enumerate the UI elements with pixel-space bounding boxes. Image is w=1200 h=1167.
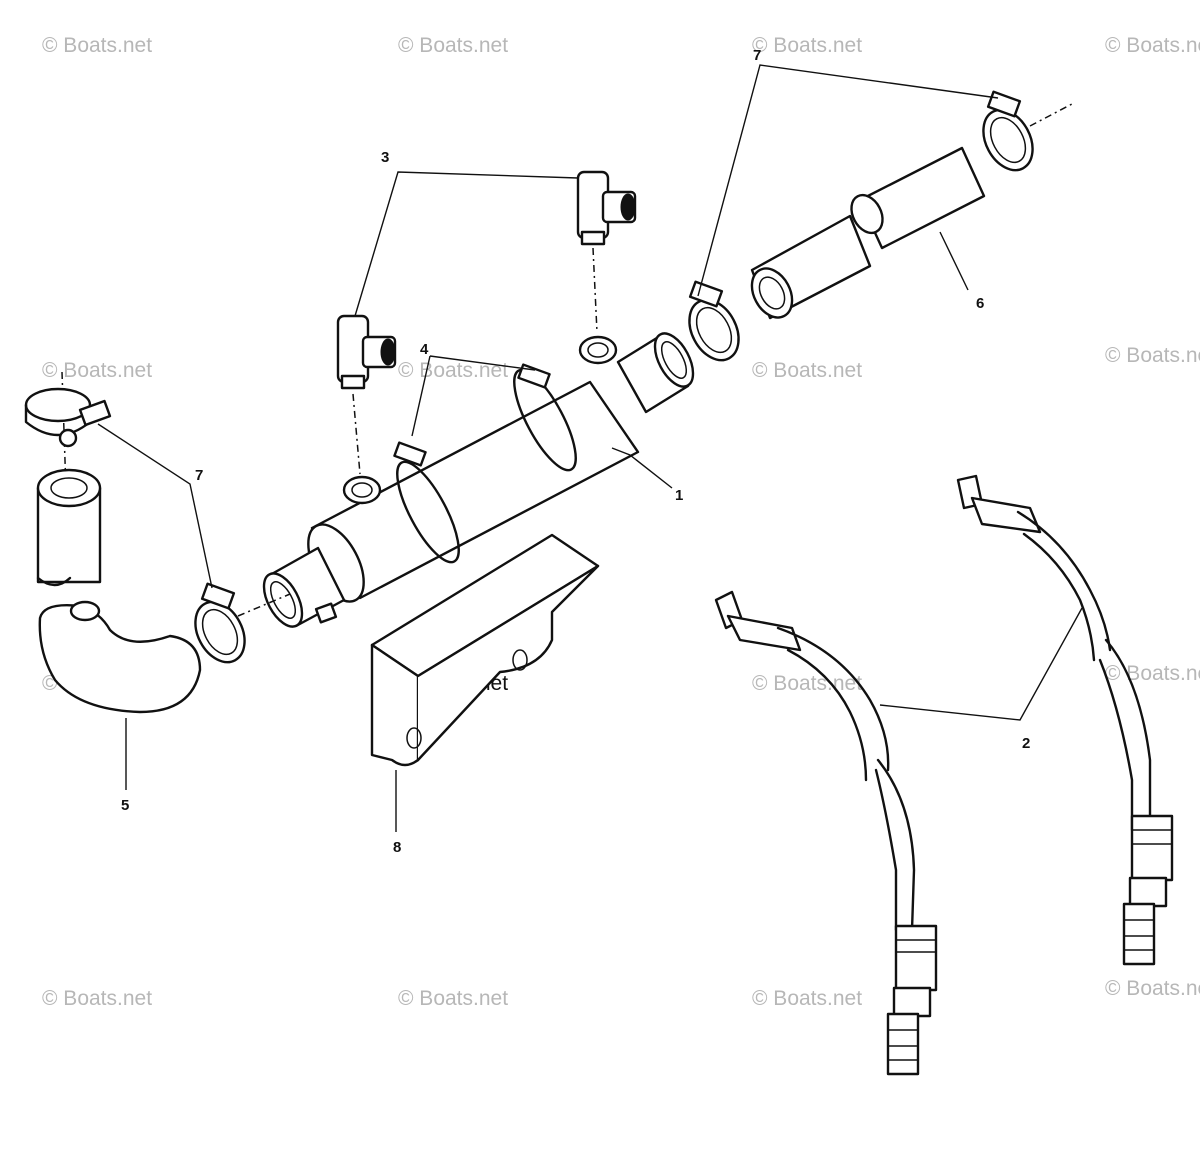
watermark: © Boats.net [42, 34, 152, 57]
callout-6: 6 [976, 295, 984, 312]
watermark: © Boats.net [752, 34, 862, 57]
callout-4: 4 [420, 341, 429, 358]
hose-clamp [688, 280, 740, 362]
callout-7: 7 [195, 467, 203, 484]
elbow-fitting-upper [576, 170, 637, 246]
watermark: © Boats.net [752, 359, 862, 382]
callout-3: 3 [381, 149, 389, 166]
mounting-bracket [370, 533, 600, 767]
callout-7: 7 [753, 47, 761, 64]
elbow-fitting-lower [336, 314, 397, 390]
watermark: © Boats.net [42, 987, 152, 1010]
oil-line-right [956, 474, 1174, 966]
short-hose [36, 468, 202, 714]
callout-5: 5 [121, 797, 129, 814]
hose-clamp [982, 90, 1073, 172]
callout-labels: 1 2 3 4 5 6 7 7 8 [121, 47, 1030, 856]
watermark: © Boats.net [398, 34, 508, 57]
hose-clamp [24, 387, 112, 448]
hose-clamp [194, 582, 246, 664]
leader-lines [97, 64, 1083, 832]
watermark: © Boats.net [42, 359, 152, 382]
callout-8: 8 [393, 839, 401, 856]
long-hose [750, 146, 986, 320]
oil-cooler-body [262, 332, 695, 628]
oil-line-left [714, 590, 938, 1076]
watermark: © Boats.net [1105, 977, 1200, 1000]
watermark: © Boats.net [752, 672, 862, 695]
watermark: © Boats.net [752, 987, 862, 1010]
watermark: © Boats.net [398, 987, 508, 1010]
watermark: © Boats.net [398, 359, 508, 382]
callout-2: 2 [1022, 735, 1030, 752]
watermark: © Boats.net [1105, 662, 1200, 685]
watermark: © Boats.net [1105, 344, 1200, 367]
callout-1: 1 [675, 487, 683, 504]
watermark: © Boats.net [1105, 34, 1200, 57]
